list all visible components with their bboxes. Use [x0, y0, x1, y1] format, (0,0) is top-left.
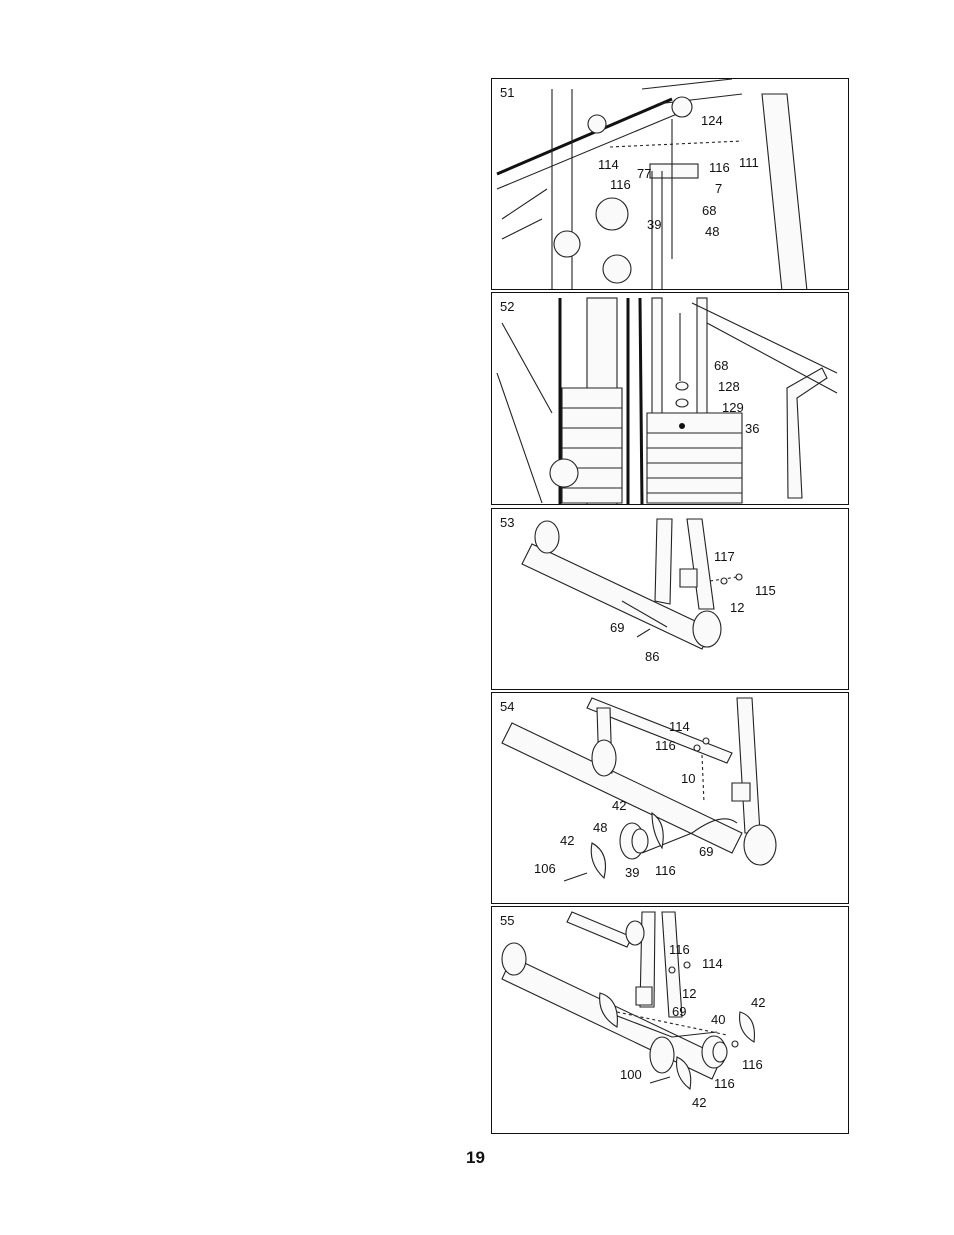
step-54-callout-8: 106 [534, 861, 556, 876]
step-55-callout-7: 116 [742, 1057, 763, 1072]
step-51-illustration: 124 114 116 111 77 116 7 68 39 48 [492, 79, 849, 290]
step-53-callout-2: 115 [755, 583, 776, 598]
step-55-callout-1: 116 [669, 942, 690, 957]
step-53-panel: 117 115 12 69 86 53 [491, 508, 849, 690]
step-52-callout-3: 129 [722, 400, 744, 415]
step-55-illustration: 116 114 12 42 69 40 116 100 116 42 [492, 907, 849, 1134]
step-54-number: 54 [500, 699, 514, 714]
step-54-callout-4: 42 [612, 798, 626, 813]
step-54-callout-10: 116 [655, 863, 676, 878]
step-55-callout-6: 40 [711, 1012, 725, 1027]
step-52-callout-4: 36 [745, 421, 759, 436]
step-54-callout-9: 39 [625, 865, 639, 880]
step-54-callout-6: 42 [560, 833, 574, 848]
step-52-illustration: 68 128 129 36 [492, 293, 849, 505]
step-54-callout-2: 116 [655, 738, 676, 753]
step-52-panel: 68 128 129 36 52 [491, 292, 849, 505]
step-52-number: 52 [500, 299, 514, 314]
step-53-number: 53 [500, 515, 514, 530]
step-54-panel: 114 116 10 42 48 42 69 106 39 116 54 [491, 692, 849, 904]
step-55-panel: 116 114 12 42 69 40 116 100 116 42 55 [491, 906, 849, 1134]
step-51-callout-3: 116 [709, 160, 730, 175]
step-55-callout-8: 100 [620, 1067, 642, 1082]
step-51-callout-8: 68 [702, 203, 716, 218]
step-54-callout-7: 69 [699, 844, 713, 859]
step-54-illustration: 114 116 10 42 48 42 69 106 39 116 [492, 693, 849, 904]
step-53-illustration: 117 115 12 69 86 [492, 509, 849, 690]
step-55-callout-5: 69 [672, 1004, 686, 1019]
step-52-callout-1: 68 [714, 358, 728, 373]
step-54-callout-1: 114 [669, 719, 690, 734]
step-55-callout-4: 42 [751, 995, 765, 1010]
step-53-callout-5: 86 [645, 649, 659, 664]
step-55-callout-10: 42 [692, 1095, 706, 1110]
step-51-callout-9: 39 [647, 217, 661, 232]
step-55-callout-2: 114 [702, 956, 723, 971]
step-55-callout-9: 116 [714, 1076, 735, 1091]
step-53-callout-4: 69 [610, 620, 624, 635]
step-51-callout-4: 111 [739, 155, 759, 170]
step-55-callout-3: 12 [682, 986, 696, 1001]
step-53-callout-1: 117 [714, 549, 735, 564]
step-53-callout-3: 12 [730, 600, 744, 615]
step-51-callout-2: 114 [598, 157, 619, 172]
step-51-callout-7: 7 [715, 181, 722, 196]
step-51-callout-10: 48 [705, 224, 719, 239]
step-55-number: 55 [500, 913, 514, 928]
page-number: 19 [466, 1148, 485, 1168]
step-51-callout-6: 116 [610, 177, 631, 192]
step-51-number: 51 [500, 85, 514, 100]
step-51-callout-1: 124 [701, 113, 723, 128]
step-52-callout-2: 128 [718, 379, 740, 394]
step-51-panel: 124 114 116 111 77 116 7 68 39 48 51 [491, 78, 849, 290]
step-54-callout-5: 48 [593, 820, 607, 835]
step-54-callout-3: 10 [681, 771, 695, 786]
step-51-callout-5: 77 [637, 166, 651, 181]
